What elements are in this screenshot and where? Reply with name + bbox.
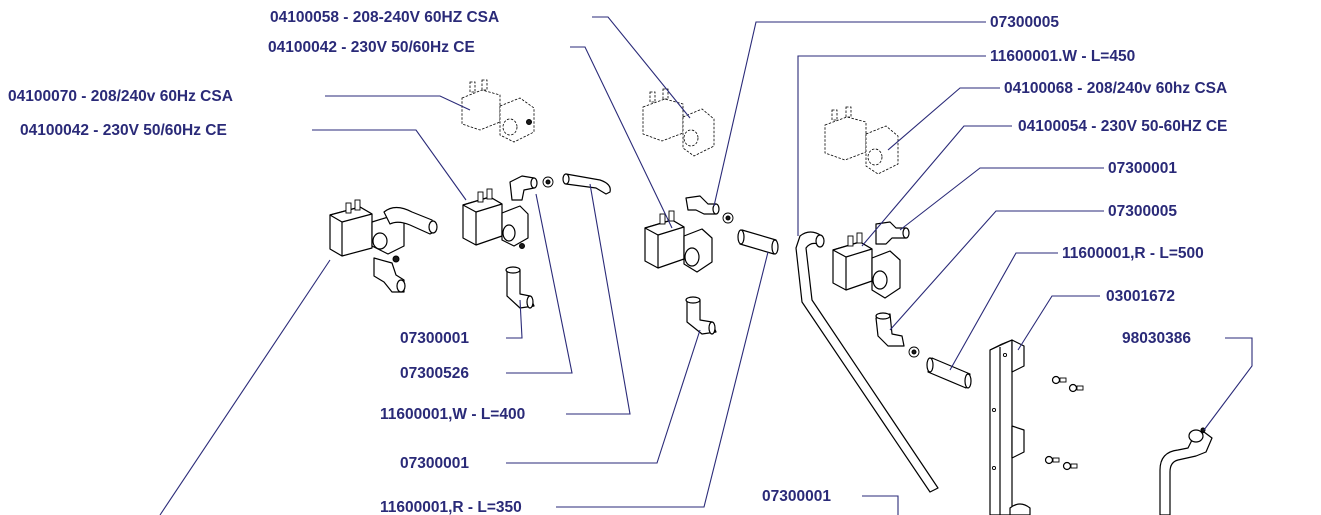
solenoid-valve-csa-right — [824, 106, 899, 175]
label-hose-r-500: 11600001,R - L=500 — [1062, 245, 1204, 262]
label-hose-w-400: 11600001,W - L=400 — [380, 406, 525, 423]
elbow-07300001-left — [505, 266, 535, 309]
label-valve-ce-right: 04100054 - 230V 50-60HZ CE — [1018, 118, 1227, 135]
part-labels: 04100058 - 208-240V 60HZ CSA 04100042 - … — [8, 9, 1227, 515]
label-valve-csa-right: 04100068 - 208/240v 60hz CSA — [1004, 80, 1227, 97]
long-hose-w-450 — [795, 231, 939, 493]
label-valve-ce-top: 04100042 - 230V 50/60Hz CE — [268, 39, 475, 56]
label-valve-csa-left: 04100070 - 208/240v 60Hz CSA — [8, 88, 233, 105]
label-hose-r-350: 11600001,R - L=350 — [380, 499, 522, 515]
label-elbow-07300005-top: 07300005 — [990, 14, 1059, 31]
label-elbow-07300001-a: 07300001 — [400, 330, 469, 347]
label-valve-ce-left: 04100042 - 230V 50/60Hz CE — [20, 122, 227, 139]
label-elbow-07300001-bottom: 07300001 — [762, 488, 831, 505]
bracket-03001672 — [989, 339, 1031, 515]
elbow-and-hose-left — [509, 173, 611, 201]
solenoid-valve-ce-right — [832, 221, 910, 299]
solenoid-valve-left-assembly — [329, 199, 438, 293]
solenoid-valve-ce-center — [644, 195, 779, 273]
label-fitting-07300526: 07300526 — [400, 365, 469, 382]
label-valve-csa-top: 04100058 - 208-240V 60HZ CSA — [270, 9, 499, 26]
pipe-98030386 — [1159, 427, 1213, 515]
screws — [1044, 375, 1084, 471]
elbow-07300001-center — [685, 296, 717, 335]
label-bracket-03001672: 03001672 — [1106, 288, 1175, 305]
elbow-and-hose-right — [875, 312, 972, 389]
label-pipe-98030386: 98030386 — [1122, 330, 1191, 347]
label-elbow-07300005-right: 07300005 — [1108, 203, 1177, 220]
label-elbow-07300001-b: 07300001 — [400, 455, 469, 472]
label-hose-w-450: 11600001.W - L=450 — [990, 48, 1135, 65]
leader-lines — [159, 16, 1253, 515]
solenoid-valve-ce-left — [462, 188, 529, 249]
solenoid-valve-csa-left — [461, 79, 535, 143]
label-elbow-07300001-right: 07300001 — [1108, 160, 1177, 177]
solenoid-valve-csa-center — [642, 88, 715, 157]
